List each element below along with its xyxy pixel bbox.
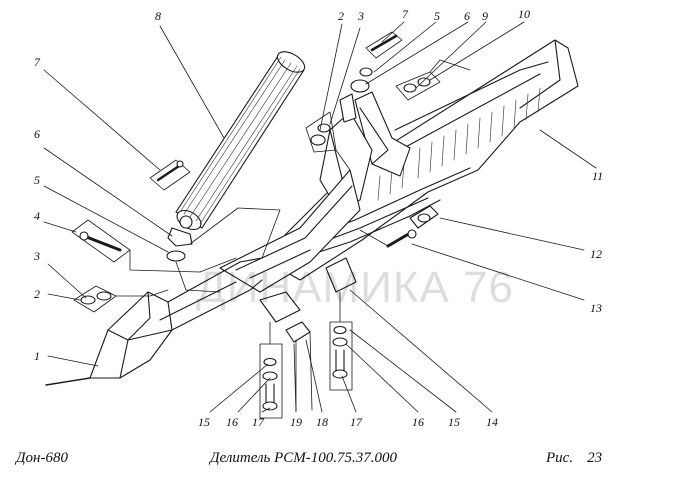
- callout-numbers: 1 2 3 4 5 6 7 8 2 3 7 5 6 9 10 11 12 13 …: [33, 7, 603, 429]
- callout-6-top: 6: [464, 9, 470, 23]
- callout-2-left: 2: [34, 287, 40, 301]
- callout-7-top: 7: [402, 7, 409, 21]
- figure-number-label: Рис. 23: [546, 450, 602, 467]
- figure-number: 23: [587, 450, 603, 466]
- callout-15-bottom: 15: [198, 415, 210, 429]
- callout-19: 19: [290, 415, 302, 429]
- callout-5-left: 5: [34, 173, 40, 187]
- callout-1: 1: [34, 349, 40, 363]
- figure-title: Делитель РСМ-100.75.37.000: [210, 450, 398, 466]
- figure-label: Рис.: [546, 450, 574, 466]
- callout-18: 18: [316, 415, 328, 429]
- callout-14: 14: [486, 415, 498, 429]
- callout-3-left: 3: [33, 249, 40, 263]
- callout-12: 12: [590, 247, 602, 261]
- callout-7-left: 7: [34, 55, 41, 69]
- callout-6-left: 6: [34, 127, 40, 141]
- callout-13: 13: [590, 301, 602, 315]
- callout-3-top: 3: [357, 9, 364, 23]
- right-fasteners: [359, 205, 439, 248]
- callout-10: 10: [518, 7, 530, 21]
- callout-17-bottom: 17: [252, 415, 265, 429]
- watermark-text: ДИНАМИКА 76: [196, 263, 514, 312]
- model-label: Дон-680: [16, 450, 68, 466]
- bottom-fasteners: [259, 257, 357, 419]
- callout-9: 9: [482, 9, 488, 23]
- left-fasteners: [71, 159, 281, 313]
- callout-15-right: 15: [448, 415, 460, 429]
- roller-cylinder: [175, 51, 306, 231]
- callout-8: 8: [155, 9, 161, 23]
- callout-2-top: 2: [338, 9, 344, 23]
- callout-16-bottom: 16: [226, 415, 238, 429]
- callout-17-right: 17: [350, 415, 363, 429]
- leader-lines: [43, 21, 597, 413]
- top-fasteners: [305, 31, 471, 171]
- divider-frame: [219, 39, 579, 293]
- callout-4: 4: [34, 209, 40, 223]
- nose-cone: [45, 257, 263, 386]
- callout-16-right: 16: [412, 415, 424, 429]
- callout-5-top: 5: [434, 9, 440, 23]
- callout-11: 11: [592, 169, 603, 183]
